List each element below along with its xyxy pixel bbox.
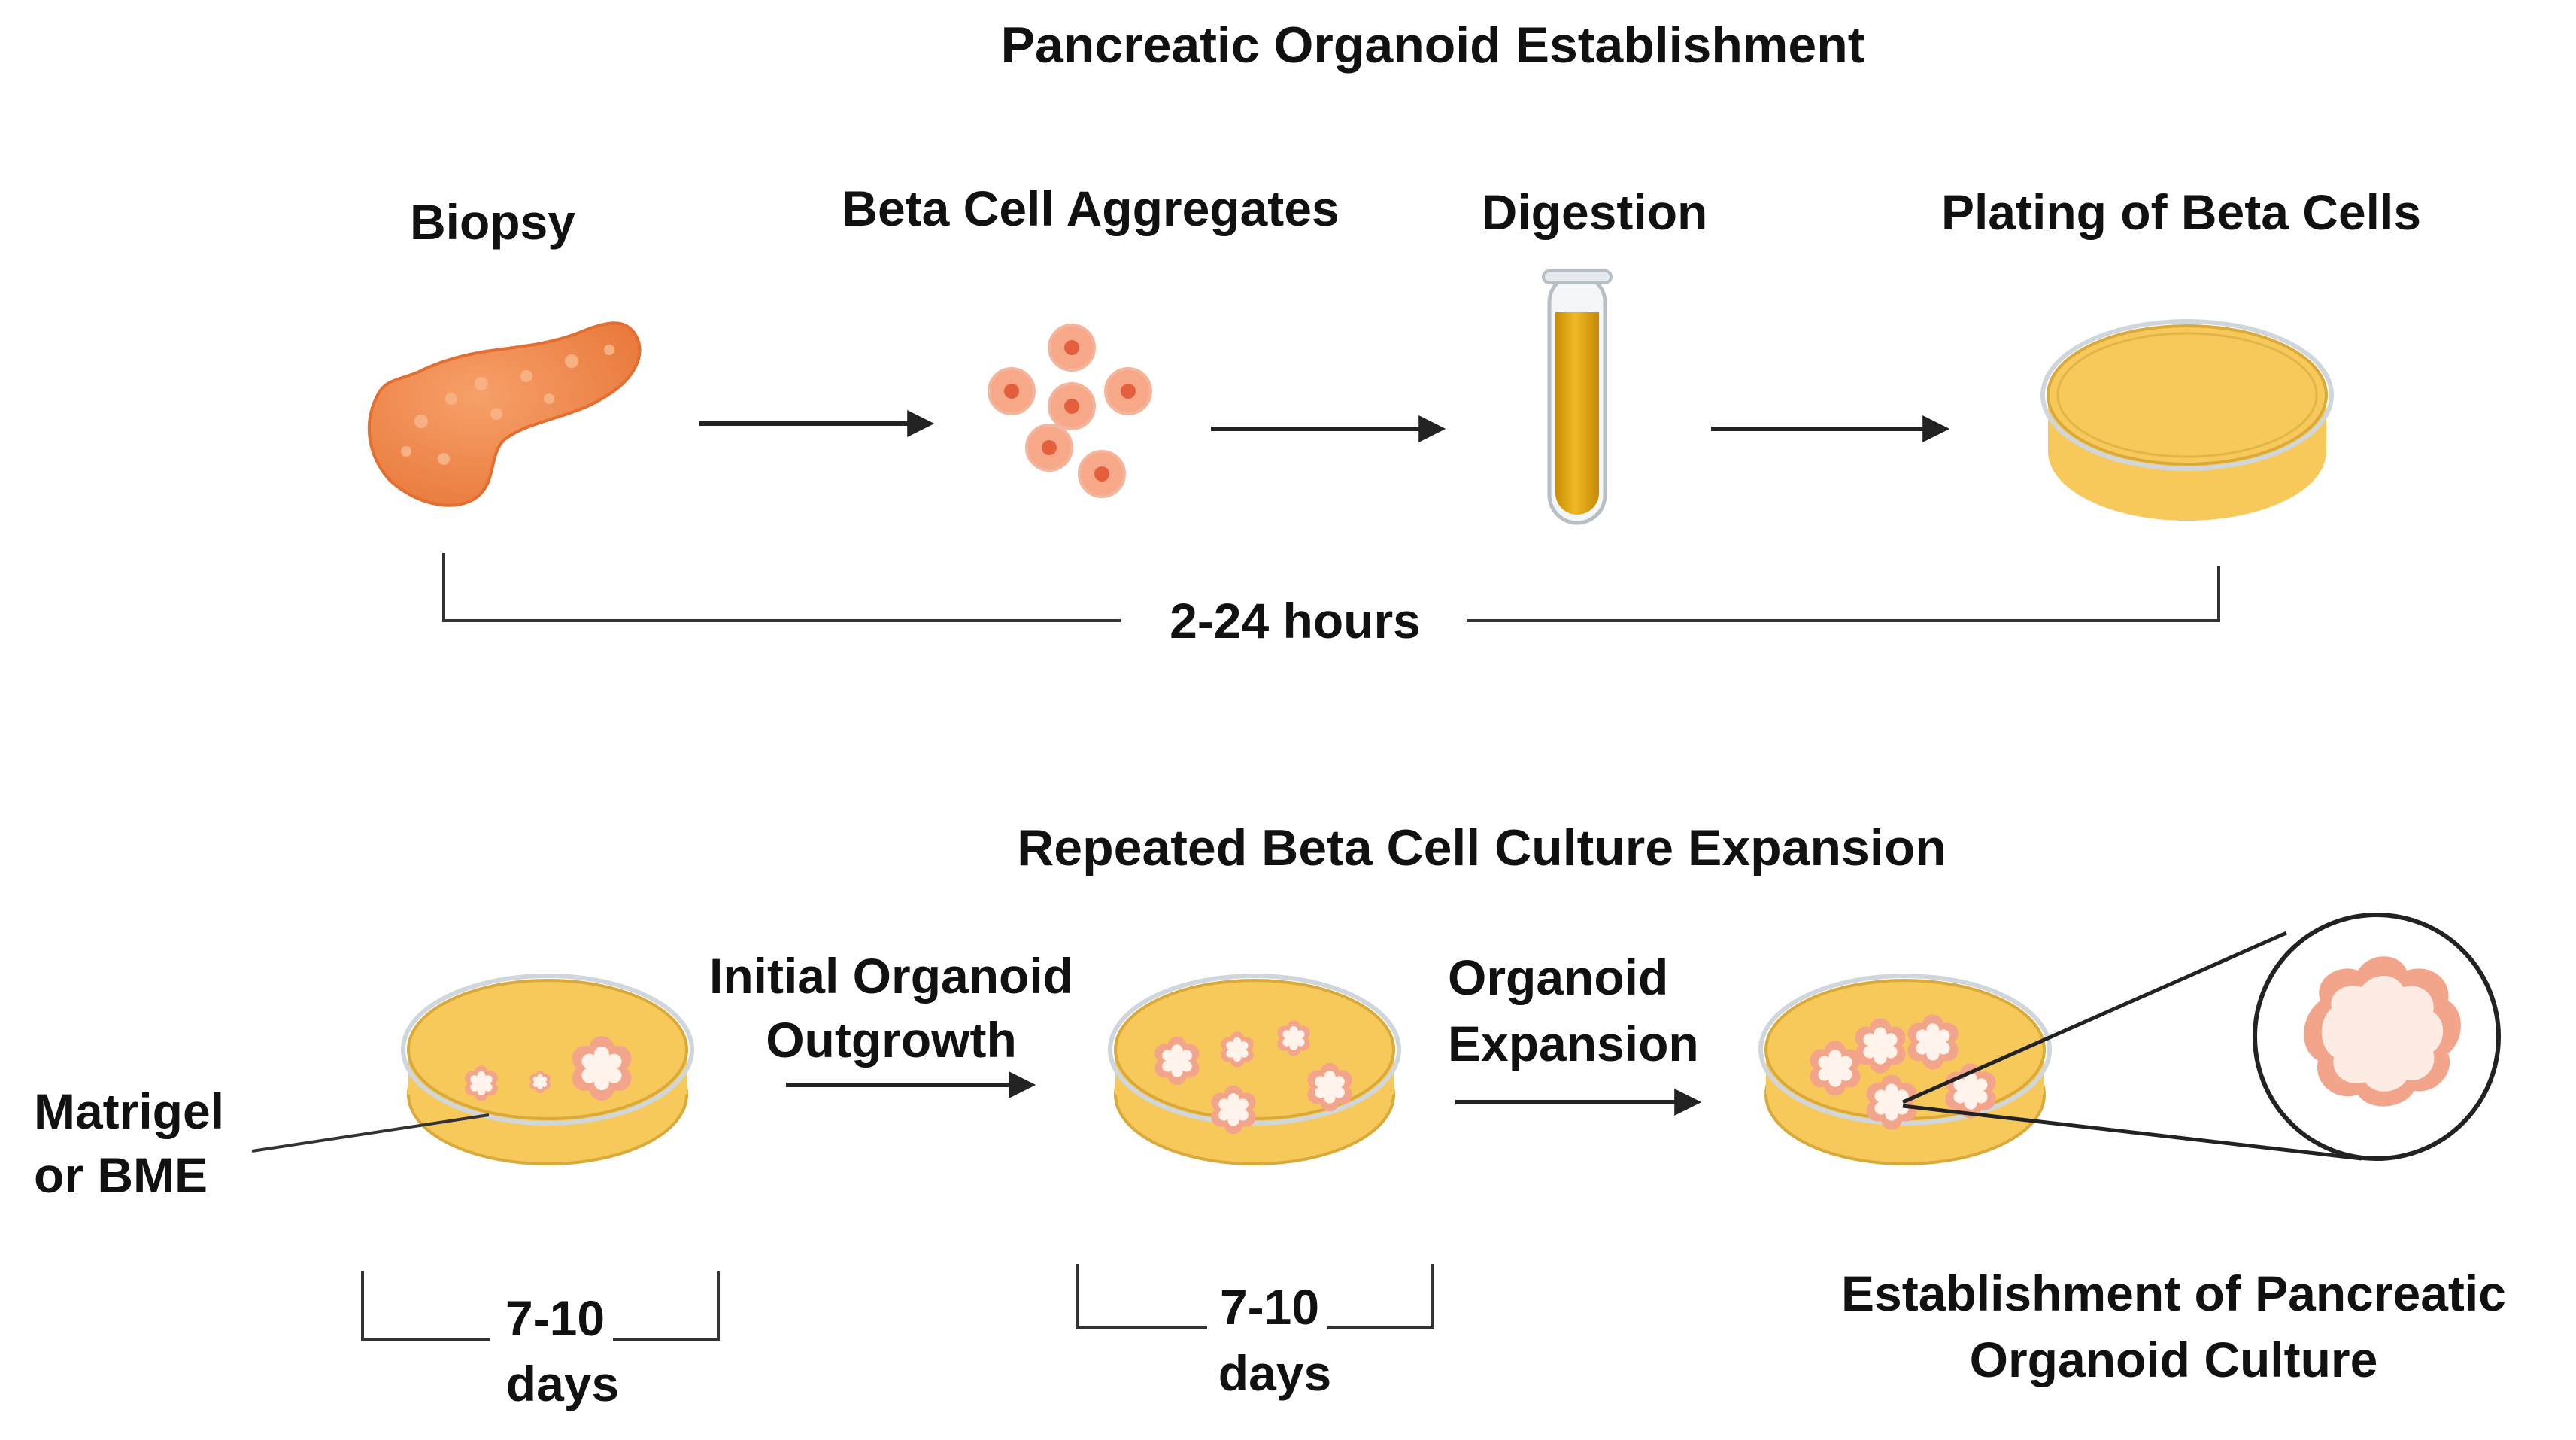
- arrow-label-initial-line1: Initial Organoid: [709, 948, 1073, 1004]
- step-label-beta-cell-aggregates: Beta Cell Aggregates: [842, 181, 1339, 236]
- matrigel-label-line1: Matrigel: [34, 1083, 224, 1139]
- petri-dish-3: [1758, 974, 2052, 1165]
- final-label-line2: Organoid Culture: [1970, 1332, 2378, 1387]
- step-label-plating: Plating of Beta Cells: [1941, 184, 2421, 240]
- arrow-label-expansion-line1: Organoid: [1448, 949, 1668, 1005]
- duration-bracket-2: [1076, 1264, 1434, 1329]
- top-title: Pancreatic Organoid Establishment: [1001, 17, 1865, 74]
- zoom-circle: [2253, 913, 2501, 1161]
- duration-label-top: 2-24 hours: [1170, 593, 1421, 649]
- duration-bracket-1: [361, 1271, 720, 1341]
- petri-dish-1: [401, 974, 694, 1165]
- bottom-title: Repeated Beta Cell Culture Expansion: [1017, 819, 1946, 876]
- matrigel-pointer-line: [251, 1113, 490, 1153]
- pancreas-icon: [367, 321, 642, 507]
- matrigel-label-line2: or BME: [34, 1147, 208, 1203]
- duration-value-1: 7-10: [505, 1290, 605, 1346]
- petri-dish-icon: [2040, 319, 2334, 521]
- duration-unit-2: days: [1218, 1345, 1331, 1401]
- magnifier-lines: [1901, 931, 2362, 1161]
- duration-bracket-top: [442, 553, 2220, 622]
- step-label-digestion: Digestion: [1482, 184, 1708, 240]
- test-tube-icon: [1542, 269, 1613, 525]
- petri-dish-2: [1108, 974, 1401, 1165]
- arrow-label-initial-line2: Outgrowth: [766, 1012, 1017, 1068]
- duration-value-2: 7-10: [1220, 1279, 1319, 1335]
- zoomed-organoid: [2304, 956, 2461, 1107]
- duration-unit-1: days: [506, 1356, 619, 1411]
- cell-cluster-icon: [988, 324, 1152, 498]
- final-label-line1: Establishment of Pancreatic: [1841, 1265, 2506, 1321]
- arrow-label-expansion-line2: Expansion: [1448, 1016, 1699, 1071]
- step-label-biopsy: Biopsy: [410, 194, 575, 250]
